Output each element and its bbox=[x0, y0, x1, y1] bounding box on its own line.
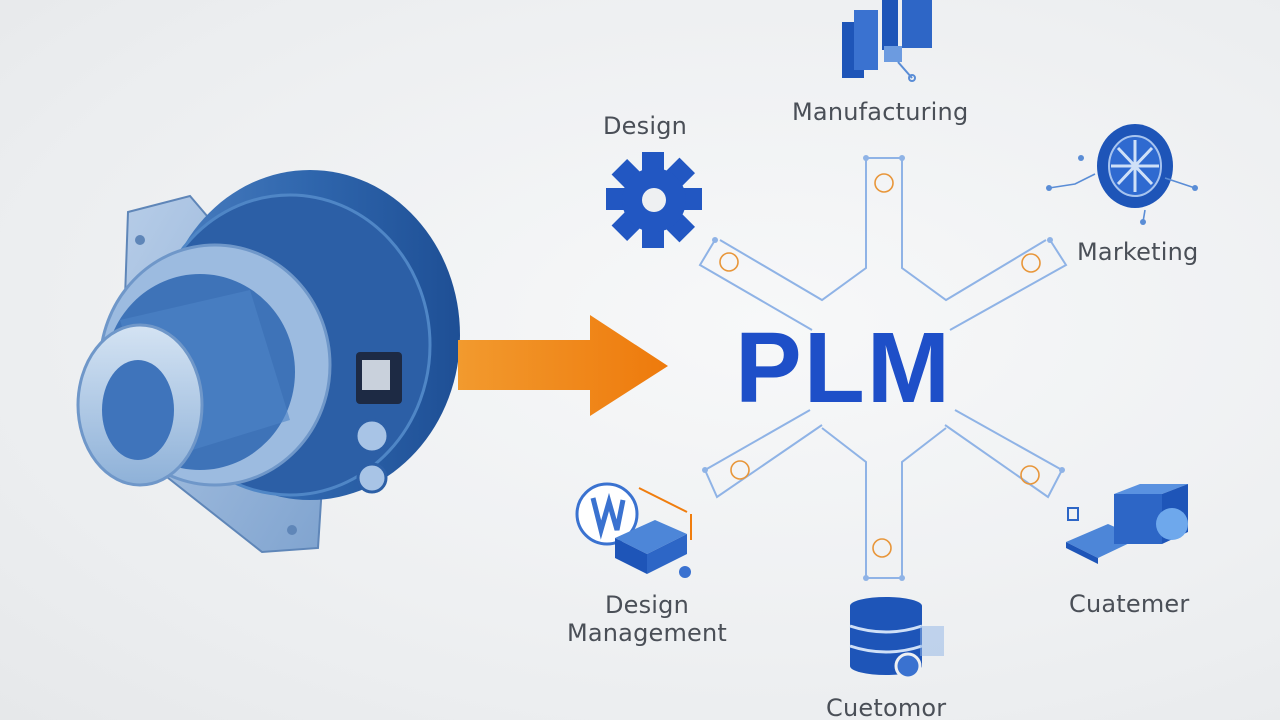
sensor-knob bbox=[356, 462, 388, 494]
fan-wheel-icon bbox=[1046, 124, 1198, 225]
connector-dot bbox=[1059, 467, 1065, 473]
connector-dot bbox=[1047, 237, 1053, 243]
process-arrow bbox=[458, 315, 668, 416]
customer-bottom-label: Cuetomor bbox=[826, 694, 947, 720]
hub-bore bbox=[102, 360, 174, 460]
design-management-label-line2: Management bbox=[566, 619, 728, 647]
connector-line-left-upper bbox=[698, 239, 813, 331]
connector-dot bbox=[712, 237, 718, 243]
connector-line-right-lower bbox=[944, 424, 1063, 499]
connector-line-top-right bbox=[901, 158, 1047, 302]
design-label: Design bbox=[603, 112, 688, 140]
junction-marker bbox=[874, 173, 894, 193]
plm-title: PLM bbox=[735, 312, 953, 424]
design-management-label: Design Management bbox=[562, 591, 732, 647]
connector-line-bottom-left bbox=[821, 427, 867, 578]
junction-marker bbox=[1021, 253, 1041, 273]
customer-machine-icon bbox=[1066, 484, 1188, 564]
junction-marker bbox=[730, 460, 750, 480]
design-management-label-line1: Design bbox=[604, 591, 690, 619]
connector-line-bottom-right bbox=[901, 427, 947, 578]
connector-line-right-upper bbox=[949, 239, 1068, 331]
connector-dot bbox=[863, 575, 869, 581]
junction-marker bbox=[872, 538, 892, 558]
customer-right-label: Cuatemer bbox=[1069, 590, 1190, 618]
gear-icon bbox=[606, 152, 702, 248]
junction-marker bbox=[1020, 465, 1040, 485]
database-icon bbox=[849, 597, 944, 680]
bolt-hole bbox=[287, 525, 297, 535]
connector-dot bbox=[899, 155, 905, 161]
junction-marker bbox=[719, 252, 739, 272]
sensor-knob bbox=[354, 418, 390, 454]
connector-dot bbox=[863, 155, 869, 161]
connector-line-right-lower-2 bbox=[954, 409, 1063, 471]
connector-dot bbox=[702, 467, 708, 473]
design-tools-icon bbox=[575, 482, 692, 578]
bolt-hole bbox=[135, 235, 145, 245]
sensor-grid bbox=[362, 360, 390, 390]
connector-line-left-lower bbox=[704, 424, 823, 499]
factory-icon bbox=[842, 0, 932, 82]
connector-line-top-left bbox=[719, 158, 867, 302]
connector-dot bbox=[899, 575, 905, 581]
connector-line-left-lower-2 bbox=[704, 409, 811, 471]
marketing-label: Marketing bbox=[1077, 238, 1199, 266]
manufacturing-label: Manufacturing bbox=[792, 98, 969, 126]
